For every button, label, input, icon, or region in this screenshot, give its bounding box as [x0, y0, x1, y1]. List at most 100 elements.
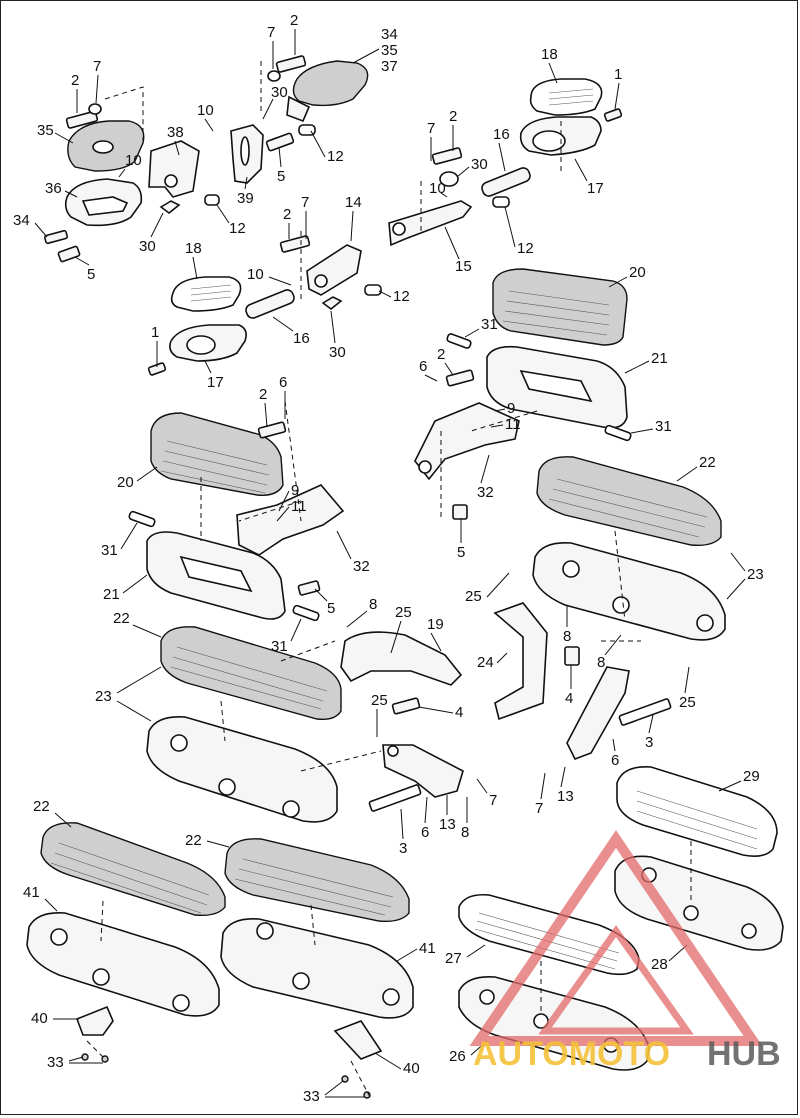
- washer-30-left: [159, 200, 181, 215]
- pivot-16-center: [245, 289, 295, 319]
- washer-30-right: [439, 171, 459, 187]
- callout-c57: 23: [747, 566, 764, 583]
- assembly-lines: [86, 61, 692, 1100]
- callout-c50: 31: [655, 418, 672, 435]
- floorboard-pad-20-left: [150, 412, 284, 496]
- bracket-14: [306, 244, 362, 296]
- bolt-5-right-mid: [452, 504, 468, 520]
- callout-c33: 15: [455, 258, 472, 275]
- bracket-19: [340, 631, 463, 686]
- pin-12-center-mid: [364, 284, 382, 296]
- callout-c40: 31: [481, 316, 498, 333]
- callout-c18: 39: [237, 190, 254, 207]
- callout-c39: 16: [293, 330, 310, 347]
- pin-31-left-mid: [292, 604, 320, 622]
- callout-c95: 26: [449, 1048, 466, 1065]
- link-13-right: [566, 666, 630, 761]
- support-32-right: [414, 402, 520, 481]
- pin-12-center-top: [298, 124, 316, 136]
- floorboard-base-41-bottom-center: [220, 917, 414, 1019]
- callout-c10: 10: [197, 102, 214, 119]
- screws-33-center: [341, 1075, 371, 1099]
- link-13-left: [382, 744, 464, 798]
- callout-c55: 11: [291, 498, 307, 515]
- callout-c72: 23: [95, 688, 112, 705]
- callout-c89: 41: [419, 940, 436, 957]
- callout-c29: 7: [301, 194, 309, 211]
- callout-c8: 2: [71, 72, 79, 89]
- callout-c4: 35: [381, 42, 398, 59]
- floorboard-pad-22-right: [536, 456, 722, 547]
- bolt-1-center: [147, 362, 167, 376]
- callout-c73: 25: [679, 694, 696, 711]
- pin-12-right: [492, 196, 510, 208]
- callout-c77: 6: [611, 752, 619, 769]
- callout-c41: 30: [329, 344, 346, 361]
- callout-c11: 30: [271, 84, 288, 101]
- callout-c78: 7: [489, 792, 497, 809]
- floorboard-base-23-mid-left: [146, 715, 338, 823]
- bolt-2-center-mid: [279, 235, 311, 253]
- floorboard-base-41-bottom-left: [26, 911, 220, 1017]
- pin-31-right-top: [446, 333, 472, 349]
- callout-c16: 36: [45, 180, 62, 197]
- callout-c63: 8: [369, 596, 377, 613]
- floorboard-pad-22-mid-left: [160, 626, 342, 721]
- callout-c58: 31: [101, 542, 118, 559]
- bracket-24: [493, 602, 548, 721]
- warning-triangle-icon: [469, 830, 763, 1046]
- callout-c65: 22: [113, 610, 130, 627]
- bolt-3-right: [618, 698, 672, 726]
- bolt-5-left: [57, 245, 81, 263]
- callout-c83: 13: [439, 816, 456, 833]
- floorboard-pad-20-right: [492, 268, 628, 346]
- bolt-2-center-top: [275, 55, 307, 73]
- callout-c22: 30: [471, 156, 488, 173]
- pin-31-left-top: [128, 510, 156, 528]
- callout-c12: 35: [37, 122, 54, 139]
- callout-c81: 3: [399, 840, 407, 857]
- callout-c13: 38: [167, 124, 184, 141]
- bracket-39: [230, 124, 264, 184]
- footpeg-37: [286, 60, 369, 123]
- callout-c64: 8: [563, 628, 571, 645]
- bolt-4-left: [391, 697, 421, 715]
- arm-15: [388, 200, 473, 247]
- callout-c27: 12: [229, 220, 246, 237]
- bolt-4-right: [564, 646, 580, 666]
- callout-c44: 6: [419, 358, 427, 375]
- bolt-2-right-top: [431, 147, 463, 165]
- callout-c34: 18: [185, 240, 202, 257]
- callout-c28: 2: [283, 206, 291, 223]
- washer-7-center-top: [267, 70, 281, 82]
- bolt-5-left-mid: [297, 580, 321, 596]
- callout-c6: 18: [541, 46, 558, 63]
- callout-c47: 11: [505, 416, 521, 433]
- callout-c43: 2: [437, 346, 445, 363]
- callout-c3: 34: [381, 26, 398, 43]
- callout-c36: 12: [393, 288, 410, 305]
- callout-c66: 25: [395, 604, 412, 621]
- callouts: 2 7 34 35 37 18 1 2 7 10 30 35 38 10 12 …: [13, 12, 764, 1105]
- callout-c42: 17: [207, 374, 224, 391]
- cover-18-center: [170, 276, 242, 312]
- callout-c56: 5: [457, 544, 465, 561]
- callout-c38: 1: [151, 324, 159, 341]
- callout-c1: 2: [290, 12, 298, 29]
- pin-12-left: [204, 194, 220, 206]
- callout-c26: 30: [139, 238, 156, 255]
- callout-c82: 6: [421, 824, 429, 841]
- callout-c48: 2: [259, 386, 267, 403]
- callout-c62: 5: [327, 600, 335, 617]
- callout-c9: 7: [93, 58, 101, 75]
- bracket-40-center: [333, 1020, 383, 1060]
- pivot-16-right: [481, 167, 531, 197]
- callout-c92: 40: [31, 1010, 48, 1027]
- bolt-2-left-mid: [257, 421, 287, 439]
- floorboard-pad-22-bottom-center: [224, 838, 410, 923]
- callout-c20: 2: [449, 108, 457, 125]
- floorboard-pad-29: [616, 766, 778, 857]
- callout-c15: 12: [327, 148, 344, 165]
